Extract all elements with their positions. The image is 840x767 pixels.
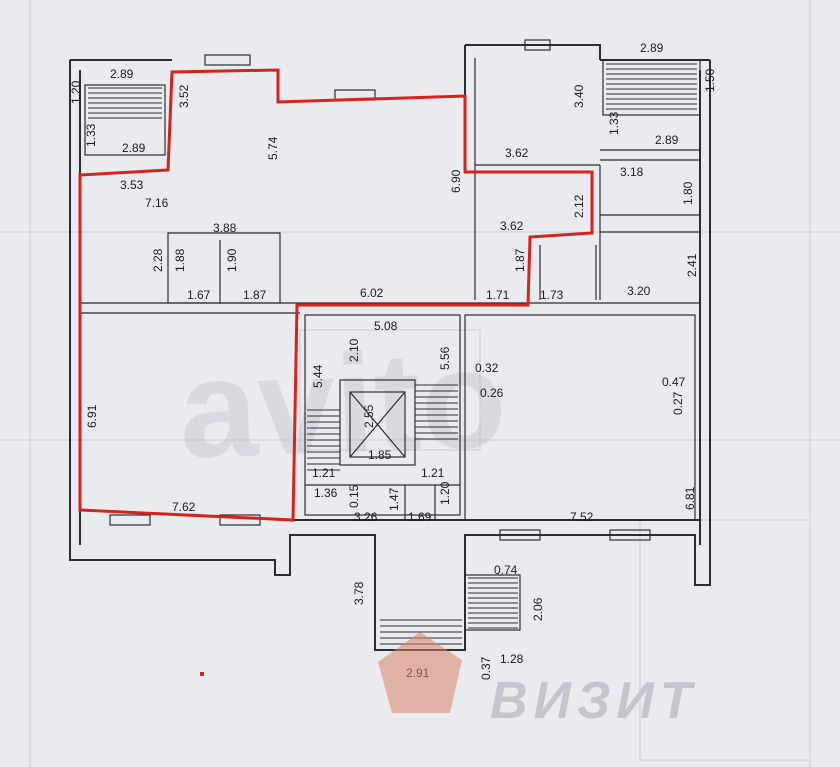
brand-logo: ВИЗИТ — [378, 632, 698, 730]
stair-center-left — [307, 409, 340, 471]
dimension-label: 1.21 — [421, 466, 445, 480]
dimension-label: 3.62 — [505, 146, 529, 160]
dimension-label: 1.90 — [225, 248, 239, 272]
dimension-labels: 2.89 1.20 3.52 1.33 2.89 5.74 3.537.16 3.88 2.28… — [69, 41, 717, 680]
dimension-label: 3.53 — [120, 178, 144, 192]
dimension-label: 2.89 — [655, 133, 679, 147]
dimension-label: 1.47 — [387, 487, 401, 511]
watermark: avito — [177, 319, 509, 487]
dimension-label: 3.62 — [500, 219, 524, 233]
dimension-label: 5.56 — [438, 346, 452, 370]
dimension-label: 0.26 — [480, 386, 504, 400]
dimension-label: 1.88 — [173, 248, 187, 272]
dimension-label: 6.91 — [85, 404, 99, 428]
dimension-label: 0.27 — [671, 391, 685, 415]
dimension-label: 3.40 — [572, 84, 586, 108]
stair-top-right — [602, 59, 701, 116]
dimension-label: 2.06 — [531, 597, 545, 621]
dimension-label: 1.71 — [486, 288, 510, 302]
dimension-label: 2.10 — [347, 338, 361, 362]
dimension-label: 1.28 — [500, 652, 524, 666]
dimension-label: 6.90 — [449, 169, 463, 193]
dimension-label: 0.47 — [662, 375, 686, 389]
interior-walls — [80, 58, 700, 521]
dimension-label: 7.52 — [570, 510, 594, 524]
stair-top-left — [84, 84, 166, 156]
dimension-label: 2.89 — [640, 41, 664, 55]
dimension-label: 1.33 — [84, 123, 98, 147]
dimension-label: 2.12 — [572, 194, 586, 218]
dimension-label: 1.87 — [513, 248, 527, 272]
brand-name: ВИЗИТ — [490, 672, 698, 730]
logo-pentagon-icon — [378, 632, 462, 713]
highlighted-area-outline — [78, 68, 594, 522]
dimension-label: 1.69 — [408, 510, 432, 524]
red-marker-dot — [200, 672, 204, 676]
dimension-label: 1.85 — [368, 448, 392, 462]
dimension-label: 2.89 — [110, 67, 134, 81]
dimension-label: 3.88 — [213, 221, 237, 235]
stair-center-right — [415, 384, 458, 440]
elevator-shaft — [339, 379, 416, 466]
dimension-label: 1.20 — [438, 481, 452, 505]
dimension-label: 5.44 — [311, 364, 325, 388]
dimension-label: 1.20 — [69, 80, 83, 104]
dimension-label: 1.36 — [314, 486, 338, 500]
dimension-label: 1.87 — [243, 288, 267, 302]
dimension-label: 3.78 — [352, 581, 366, 605]
dimension-label: 7.62 — [172, 500, 196, 514]
dimension-label: 3.18 — [620, 165, 644, 179]
dimension-label: 0.74 — [494, 563, 518, 577]
dimension-label: 1.73 — [540, 288, 564, 302]
dimension-label: 6.81 — [683, 486, 697, 510]
dimension-label: 0.15 — [347, 484, 361, 508]
dimension-label: 3.52 — [177, 84, 191, 108]
dimension-label: 2.55 — [362, 404, 376, 428]
dimension-label: 5.74 — [266, 136, 280, 160]
dimension-label: 7.16 — [145, 196, 169, 210]
dimension-label: 1.33 — [607, 111, 621, 135]
dimension-label: 2.28 — [151, 248, 165, 272]
dimension-label: 0.37 — [479, 656, 493, 680]
dimension-label: 1.21 — [312, 466, 336, 480]
dimension-label: 1.67 — [187, 288, 211, 302]
dimension-label: 6.02 — [360, 286, 384, 300]
dimension-label: 5.08 — [374, 319, 398, 333]
dimension-label: 2.41 — [685, 253, 699, 277]
dimension-label: 0.32 — [475, 361, 499, 375]
dimension-label: 3.26 — [354, 510, 378, 524]
dimension-label: 1.50 — [703, 68, 717, 92]
dimension-label: 2.89 — [122, 141, 146, 155]
stair-bottom-entry — [380, 574, 521, 645]
dimension-label: 3.20 — [627, 284, 651, 298]
dimension-label: 1.80 — [681, 181, 695, 205]
